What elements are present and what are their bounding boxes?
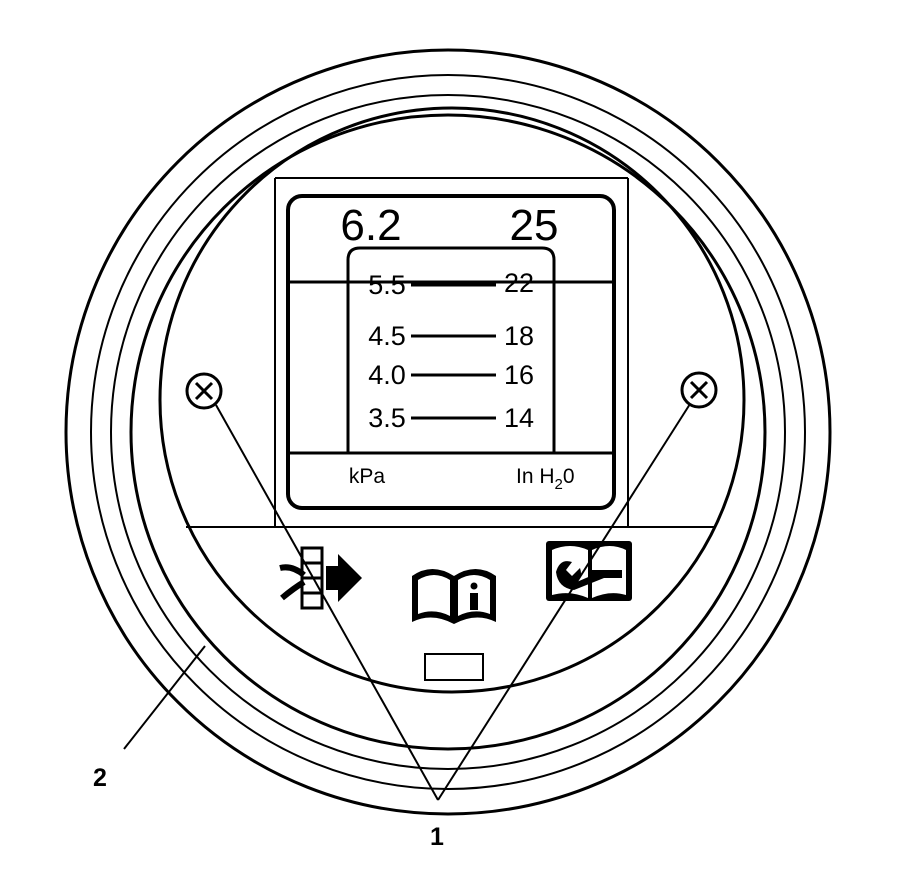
scale-kpa-value: 4.0 — [368, 360, 406, 390]
display-window: 6.2 25 5.5 22 4.5 18 4.0 16 3.5 14 kPa I… — [286, 194, 616, 510]
scale-row: 3.5 14 — [368, 403, 534, 433]
gauge-face — [158, 106, 746, 694]
reset-button — [424, 653, 484, 681]
airflow-arrow — [326, 554, 362, 602]
airflow-line — [279, 564, 306, 578]
top-left-value: 6.2 — [340, 201, 401, 250]
callout-label-housing: 2 — [93, 764, 107, 792]
housing-ring-2 — [90, 74, 806, 790]
screw-slot — [194, 381, 214, 401]
scale-inh2o-value: 14 — [504, 403, 534, 433]
callout-leader-line — [437, 403, 691, 801]
unit-inh2o-prefix: In H — [516, 465, 555, 488]
housing-inner-ring — [129, 113, 767, 751]
book-page — [418, 575, 450, 616]
gauge-housing — [64, 48, 832, 816]
left-screw — [185, 372, 223, 410]
scale-kpa-value: 5.5 — [368, 270, 406, 300]
filter-restriction-icon — [279, 546, 362, 610]
top-right-value: 25 — [510, 201, 559, 250]
scale-inh2o-value: 16 — [504, 360, 534, 390]
unit-inh2o-subscript: 2 — [555, 476, 563, 493]
wrench-handle — [588, 570, 622, 578]
callout-leader-line — [215, 404, 439, 801]
info-dot — [470, 582, 478, 590]
screw-slot — [689, 380, 709, 400]
scale-panel — [346, 246, 556, 453]
unit-kpa-label: kPa — [349, 465, 386, 488]
info-stem — [470, 593, 478, 610]
callout-leader-line — [123, 645, 206, 750]
scale-inh2o-value: 18 — [504, 321, 534, 351]
display-window-frame — [286, 194, 616, 510]
housing-outer-ring — [64, 48, 832, 816]
unit-inh2o-label: In H20 — [516, 465, 575, 493]
scale-row: 4.5 18 — [368, 321, 534, 351]
screw-icon — [680, 371, 718, 409]
scale-kpa-value: 4.5 — [368, 321, 406, 351]
callout-label-screws: 1 — [430, 823, 444, 851]
service-manual-icon — [546, 541, 632, 601]
housing-ring-3 — [110, 94, 786, 770]
unit-inh2o-suffix: 0 — [563, 465, 575, 488]
airflow-line — [280, 579, 306, 601]
information-manual-icon — [412, 569, 496, 624]
scale-row: 5.5 22 — [368, 268, 534, 300]
screw-icon — [185, 372, 223, 410]
scale-kpa-value: 3.5 — [368, 403, 406, 433]
right-screw — [680, 371, 718, 409]
scale-row: 4.0 16 — [368, 360, 534, 390]
scale-inh2o-value: 22 — [504, 268, 534, 298]
